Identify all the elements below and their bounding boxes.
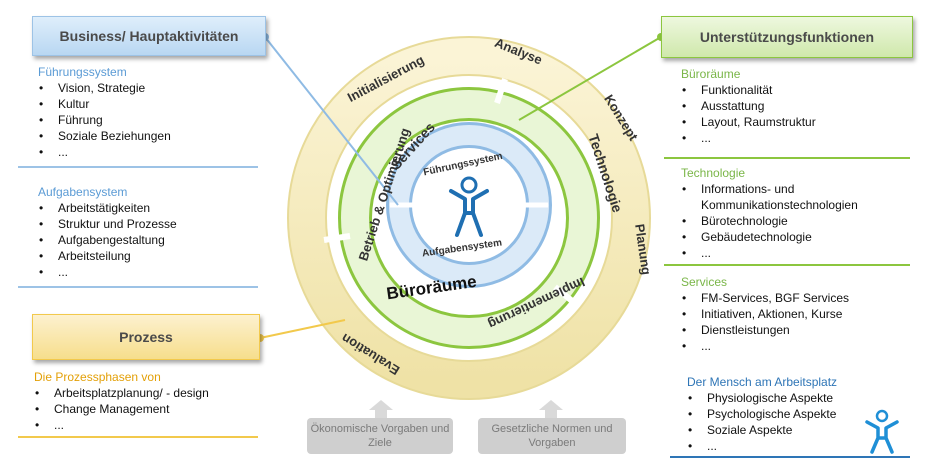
list-item: Funktionalität [681,82,816,98]
arrow-up-icon [539,400,563,410]
list-item: ... [687,438,837,454]
box-oekonomische-vorgaben: Ökonomische Vorgaben und Ziele [307,418,453,454]
person-icon [449,176,489,237]
list-item: Führung [38,112,171,128]
list-fuehrungssystem: Vision, Strategie Kultur Führung Soziale… [38,80,171,160]
ring-label-analyse: Analyse [493,35,545,68]
arrow-up-stem [375,409,387,419]
person-icon [865,409,899,454]
section-title-technologie: Technologie [681,166,746,180]
list-mensch: Physiologische Aspekte Psychologische As… [687,390,837,454]
section-title-aufgabensystem: Aufgabensystem [38,185,128,199]
list-item: ... [38,264,177,280]
list-item: FM-Services, BGF Services [681,290,849,306]
section-title-prozess: Die Prozessphasen von [34,370,161,384]
list-item: Soziale Aspekte [687,422,837,438]
section-title-mensch: Der Mensch am Arbeitsplatz [687,375,838,389]
inner-label-aufgabensystem: Aufgabensystem [421,237,502,259]
list-item: ... [38,144,171,160]
list-item-continuation: Kommunikationstechnologien [701,198,858,212]
inner-label-fuehrungssystem: Führungssystem [422,151,503,179]
section-title-fuehrungssystem: Führungssystem [38,65,127,79]
list-item: ... [34,417,209,433]
list-item: Arbeitsteilung [38,248,177,264]
ring-label-evaluation: Evaluation [339,331,403,379]
header-prozess: Prozess [32,314,260,360]
list-item: Bürotechnologie [681,213,858,229]
section-services: Services FM-Services, BGF Services Initi… [681,274,849,354]
divider [18,286,258,288]
section-aufgabensystem: Aufgabensystem Arbeitstätigkeiten Strukt… [38,184,177,280]
list-services: FM-Services, BGF Services Initiativen, A… [681,290,849,354]
ring-label-bueroraeume: Büroräume [385,272,477,303]
list-aufgabensystem: Arbeitstätigkeiten Struktur und Prozesse… [38,200,177,280]
divider [664,157,910,159]
list-item: Soziale Beziehungen [38,128,171,144]
header-business: Business/ Hauptaktivitäten [32,16,266,56]
ring-label-planung: Planung [632,223,654,276]
divider [670,456,910,458]
list-item: Arbeitstätigkeiten [38,200,177,216]
section-title-services: Services [681,275,728,289]
header-unterstuetzung: Unterstützungsfunktionen [661,16,913,58]
list-technologie: Informations- und Kommunikationstechnolo… [681,181,858,261]
divider [18,436,258,438]
section-technologie: Technologie Informations- und Kommunikat… [681,165,858,261]
section-bueroraeume: Büroräume Funktionalität Ausstattung Lay… [681,66,816,146]
list-item: Change Management [34,401,209,417]
list-item: Aufgabengestaltung [38,232,177,248]
list-item: Arbeitsplatzplanung/ - design [34,385,209,401]
section-mensch: Der Mensch am Arbeitsplatz Physiologisch… [687,374,837,454]
ring-label-implementierung: Implementierung [486,274,587,332]
list-item: Dienstleistungen [681,322,849,338]
list-item: Psychologische Aspekte [687,406,837,422]
ring-label-initialisierung: Initialisierung [345,52,427,105]
list-item: ... [681,130,816,146]
ring-label-konzept: Konzept [601,92,641,144]
list-item: Initiativen, Aktionen, Kurse [681,306,849,322]
list-item: Ausstattung [681,98,816,114]
divider [664,264,910,266]
section-prozess: Die Prozessphasen von Arbeitsplatzplanun… [34,369,209,433]
list-item: Struktur und Prozesse [38,216,177,232]
list-item: ... [681,245,858,261]
ring-label-technologie: Technologie [585,132,625,215]
list-item: Physiologische Aspekte [687,390,837,406]
list-item: ... [681,338,849,354]
section-title-bueroraeume: Büroräume [681,67,741,81]
list-item: Gebäudetechnologie [681,229,858,245]
divider [18,166,258,168]
list-item: Layout, Raumstruktur [681,114,816,130]
list-item: Vision, Strategie [38,80,171,96]
section-fuehrungssystem: Führungssystem Vision, Strategie Kultur … [38,64,171,160]
arrow-up-icon [369,400,393,410]
arrow-up-stem [545,409,557,419]
list-item: Informations- und [681,181,858,197]
list-item: Kultur [38,96,171,112]
list-prozess: Arbeitsplatzplanung/ - design Change Man… [34,385,209,433]
list-bueroraeume: Funktionalität Ausstattung Layout, Raums… [681,82,816,146]
box-gesetzliche-normen: Gesetzliche Normen und Vorgaben [478,418,626,454]
